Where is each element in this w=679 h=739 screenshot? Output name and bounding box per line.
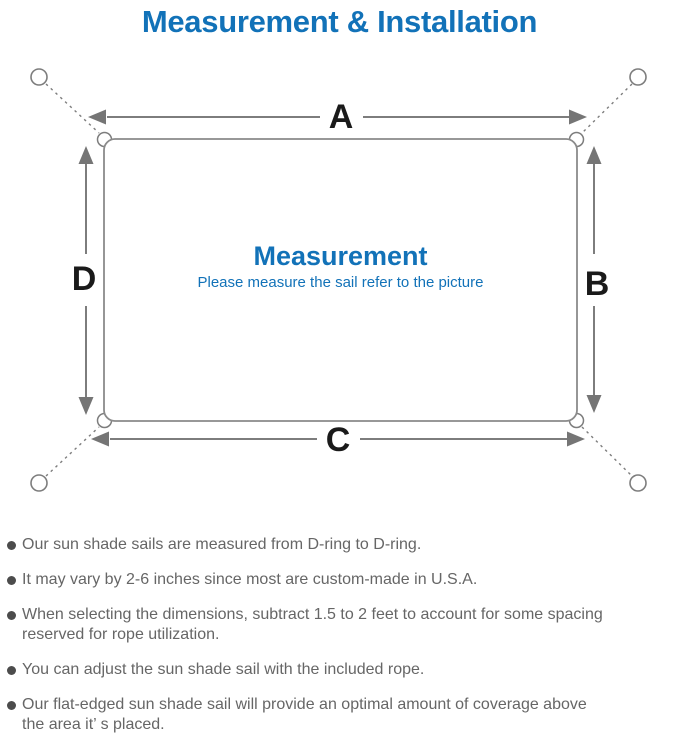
note-line: It may vary by 2-6 inches since most are…	[22, 571, 478, 588]
arrowhead-up-icon	[78, 146, 94, 164]
dimension-c: C	[91, 421, 585, 459]
arrowhead-right-icon	[569, 109, 587, 125]
note-line: Our flat-edged sun shade sail will provi…	[22, 696, 587, 713]
dimension-b: B	[585, 146, 610, 413]
diagram-heading: Measurement	[253, 241, 428, 271]
arrowhead-left-icon	[88, 109, 106, 125]
note-line: the area it’ s placed.	[22, 716, 165, 733]
note-line: You can adjust the sun shade sail with t…	[22, 661, 425, 678]
dimension-b-label: B	[585, 265, 610, 303]
bullet-icon	[7, 701, 16, 710]
bullet-icon	[7, 576, 16, 585]
rope-line-top-right	[581, 83, 633, 134]
dimension-a-label: A	[329, 98, 354, 136]
note-line: When selecting the dimensions, subtract …	[22, 606, 603, 623]
note-item: Our sun shade sails are measured from D-…	[7, 535, 675, 555]
arrowhead-down-icon	[586, 395, 602, 413]
diagram-caption: Measurement Please measure the sail refe…	[104, 241, 577, 292]
notes-list: Our sun shade sails are measured from D-…	[7, 535, 675, 739]
anchor-point-bottom-right	[629, 474, 647, 492]
bullet-icon	[7, 666, 16, 675]
anchor-point-bottom-left	[30, 474, 48, 492]
arrowhead-left-icon	[91, 431, 109, 447]
arrowhead-down-icon	[78, 397, 94, 415]
bullet-icon	[7, 541, 16, 550]
bullet-icon	[7, 611, 16, 620]
note-line: Our sun shade sails are measured from D-…	[22, 536, 422, 553]
diagram-subheading: Please measure the sail refer to the pic…	[197, 274, 484, 291]
rope-line-bottom-right	[581, 426, 633, 477]
dimension-d-label: D	[72, 260, 97, 298]
rope-line-bottom-left	[45, 426, 100, 477]
sail-outline	[103, 138, 578, 422]
corner-rope-lines	[45, 83, 633, 477]
sail-measurement-diagram: A B C D	[30, 68, 647, 492]
note-line: reserved for rope utilization.	[22, 626, 220, 643]
arrowhead-right-icon	[567, 431, 585, 447]
note-item: It may vary by 2-6 inches since most are…	[7, 570, 675, 590]
dimension-d: D	[72, 146, 97, 415]
anchor-point-top-left	[30, 68, 48, 86]
dimension-a: A	[88, 98, 587, 136]
page-title: Measurement & Installation	[141, 4, 538, 39]
note-item: When selecting the dimensions, subtract …	[7, 605, 675, 645]
anchor-point-top-right	[629, 68, 647, 86]
arrowhead-up-icon	[586, 146, 602, 164]
note-item: Our flat-edged sun shade sail will provi…	[7, 695, 675, 735]
rope-line-top-left	[45, 83, 100, 134]
dimension-c-label: C	[326, 421, 351, 459]
note-item: You can adjust the sun shade sail with t…	[7, 660, 675, 680]
